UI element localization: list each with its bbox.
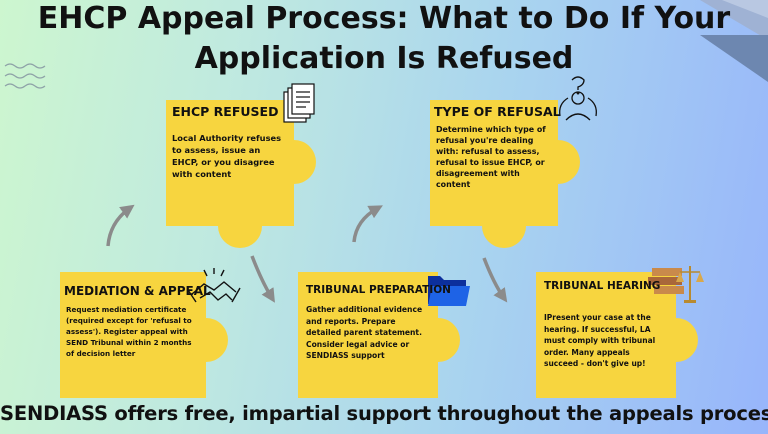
corner-triangles-decoration [700, 0, 768, 82]
step-text-line: refusal you're dealing [436, 136, 534, 145]
step-text-line: (required except for 'refusal to [66, 316, 192, 325]
step-text-line: SEND Tribunal within 2 months [66, 338, 192, 347]
step-text-line: SENDIASS support [306, 351, 385, 360]
arrow-preparation-to-type [352, 205, 383, 243]
step-text-line: assess'). Register appeal with [66, 327, 188, 336]
footer-message: SENDIASS offers free, impartial support … [0, 402, 768, 425]
step-text-line: Gather additional evidence [306, 305, 423, 314]
step-text-line: and reports. Prepare [306, 316, 396, 326]
step-text-mediation-appeal: Request mediation certificate (required … [66, 304, 206, 359]
step-text-line: detailed parent statement. [306, 328, 422, 337]
step-text-tribunal-preparation: Gather additional evidence and reports. … [306, 304, 436, 362]
step-text-line: EHCP, or you disagree [172, 157, 275, 167]
step-text-line: to assess, issue an [172, 145, 261, 155]
step-title-type-of-refusal: TYPE OF REFUSAL [434, 104, 561, 119]
step-text-line: Consider legal advice or [306, 339, 410, 349]
step-text-line: with content [172, 169, 232, 179]
puzzle-piece-ehcp-refused [166, 100, 316, 248]
puzzle-piece-tribunal-hearing [536, 272, 698, 398]
arrow-refused-to-preparation [250, 255, 275, 303]
document-stack-icon [283, 83, 315, 123]
handshake-icon [187, 268, 241, 303]
step-title-tribunal-hearing: TRIBUNAL HEARING [544, 280, 661, 292]
step-text-line: Determine which type of [436, 125, 546, 134]
wavy-lines-decoration [4, 63, 46, 89]
puzzle-piece-mediation-appeal [60, 272, 228, 398]
books-scales-icon [648, 266, 704, 303]
puzzle-pieces [60, 100, 698, 398]
folder-icon [428, 276, 470, 306]
page-title-line-2: Application Is Refused [194, 41, 574, 76]
puzzle-piece-type-of-refusal [430, 100, 580, 248]
step-text-line: disagreement with [436, 169, 520, 178]
step-title-mediation-appeal: MEDIATION & APPEAL [64, 284, 211, 298]
step-text-line: with: refusal to assess, [436, 147, 540, 156]
arrow-type-to-hearing [482, 257, 508, 303]
step-text-tribunal-hearing: IPresent your case at the hearing. If su… [544, 312, 676, 370]
step-title-ehcp-refused: EHCP REFUSED [172, 104, 279, 119]
step-text-line: Local Authority refuses [172, 133, 282, 143]
step-text-line: IPresent your case at the [544, 313, 651, 322]
step-text-line: of decision letter [66, 349, 136, 358]
step-text-line: succeed - don't give up! [544, 359, 646, 368]
step-text-line: order. Many appeals [544, 347, 630, 357]
step-text-type-of-refusal: Determine which type of refusal you're d… [436, 124, 556, 190]
person-question-icon [559, 76, 597, 121]
step-title-tribunal-preparation: TRIBUNAL PREPARATION [306, 284, 451, 296]
page-title-line-1: EHCP Appeal Process: What to Do If Your [37, 1, 731, 36]
arrow-mediation-to-refused [106, 204, 135, 247]
step-text-line: Request mediation certificate [66, 305, 187, 314]
step-text-line: refusal to issue EHCP, or [436, 158, 545, 167]
flow-arrows [106, 204, 508, 303]
step-text-ehcp-refused: Local Authority refuses to assess, issue… [172, 132, 288, 180]
step-text-line: hearing. If successful, LA [544, 324, 651, 334]
step-text-line: content [436, 180, 471, 189]
puzzle-piece-tribunal-preparation [298, 272, 460, 398]
step-text-line: must comply with tribunal [544, 336, 656, 345]
